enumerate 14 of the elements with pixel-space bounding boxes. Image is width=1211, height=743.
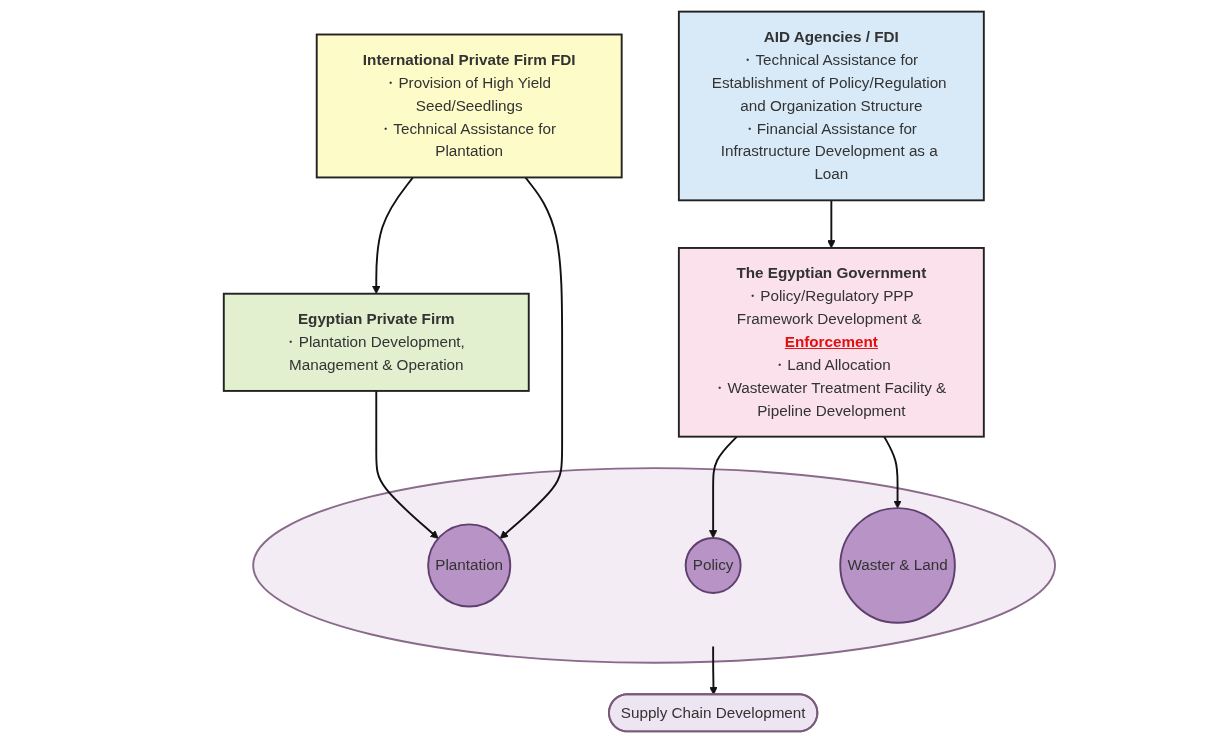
arrow (371, 176, 414, 295)
node-box: Egyptian Private Firm ・Plantation Development, Management & Operation (222, 292, 530, 392)
node-circle: Policy (684, 537, 742, 594)
node-box: AID Agencies / FDI ・Technical Assistance for Establishment of Policy/Regulation and Organization Structure ・Financial Assistance for Infrastructure Development as a Loan (677, 10, 985, 202)
arrow (708, 645, 718, 696)
node-circle: Plantation (426, 523, 511, 608)
node-box: International Private Firm FDI ・Provision of High Yield Seed/Seedlings ・Technical Assistance for Plantation (315, 33, 623, 179)
node-circle: Waster & Land (838, 507, 956, 624)
node-box: The Egyptian Government ・Policy/Regulatory PPP Framework Development & Enforcement ・Land Allocation ・Wastewater Treatment Facility & Pipeline Development (677, 247, 985, 438)
arrow (499, 176, 563, 539)
arrow (374, 389, 439, 539)
arrow (826, 199, 836, 249)
arrow (708, 435, 738, 539)
arrow (882, 435, 902, 509)
